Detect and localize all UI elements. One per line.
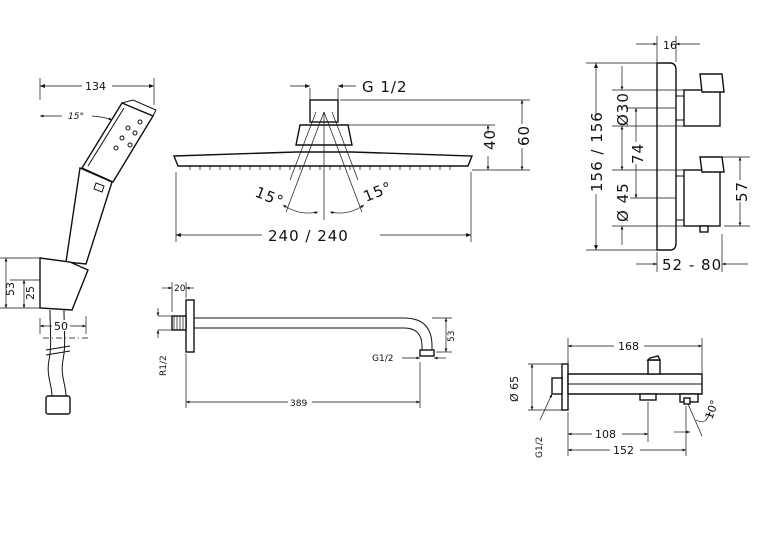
hand-shower-width-label: 134 xyxy=(85,80,106,93)
shower-arm-20-label: 20 xyxy=(174,284,186,294)
shower-arm-thread-right-label: G1/2 xyxy=(372,354,393,364)
head-shower-angle-left-label: 15° xyxy=(253,183,287,211)
head-shower-60-label: 60 xyxy=(515,125,533,146)
bath-spout-thread-label: G1/2 xyxy=(535,437,545,458)
hand-shower-drawing: 134 15° 53 25 xyxy=(0,78,157,415)
bath-spout-angle-label: 10° xyxy=(703,398,722,421)
thermostat-d45-label: Ø 45 xyxy=(614,182,632,222)
thermostat-d30-label: Ø30 xyxy=(614,92,632,126)
hand-shower-height-53-label: 53 xyxy=(4,282,17,296)
head-shower-thread-label: G 1/2 xyxy=(362,78,408,96)
thermostat-74-label: 74 xyxy=(629,143,647,164)
bath-spout-drawing: 168 Ø 65 G1/2 108 152 xyxy=(508,338,721,458)
shower-arm-drawing: 20 R1/2 G1/2 53 389 xyxy=(156,282,457,409)
thermostat-16-label: 16 xyxy=(663,39,677,52)
hand-shower-height-25-label: 25 xyxy=(24,286,37,300)
head-shower-drawing: G 1/2 40 60 15° 15° 240 / 240 xyxy=(172,78,533,245)
thermostat-57-label: 57 xyxy=(733,181,751,202)
hand-shower-50-label: 50 xyxy=(54,320,68,333)
shower-arm-389-label: 389 xyxy=(290,399,307,409)
shower-arm-thread-left-label: R1/2 xyxy=(159,355,169,376)
bath-spout-168-label: 168 xyxy=(618,340,639,353)
bath-spout-152-label: 152 xyxy=(613,444,634,457)
head-shower-40-label: 40 xyxy=(481,129,499,150)
thermostat-drawing: 16 156 / 156 Ø30 74 xyxy=(586,36,751,274)
shower-arm-53-label: 53 xyxy=(447,331,457,342)
thermostat-depth-label: 52 - 80 xyxy=(662,256,722,274)
bath-spout-d65-label: Ø 65 xyxy=(508,376,521,402)
hand-shower-angle-label: 15° xyxy=(68,112,84,122)
head-shower-angle-right-label: 15° xyxy=(361,178,395,206)
head-shower-size-label: 240 / 240 xyxy=(268,227,349,245)
thermostat-156-label: 156 / 156 xyxy=(588,111,606,192)
bath-spout-108-label: 108 xyxy=(595,428,616,441)
